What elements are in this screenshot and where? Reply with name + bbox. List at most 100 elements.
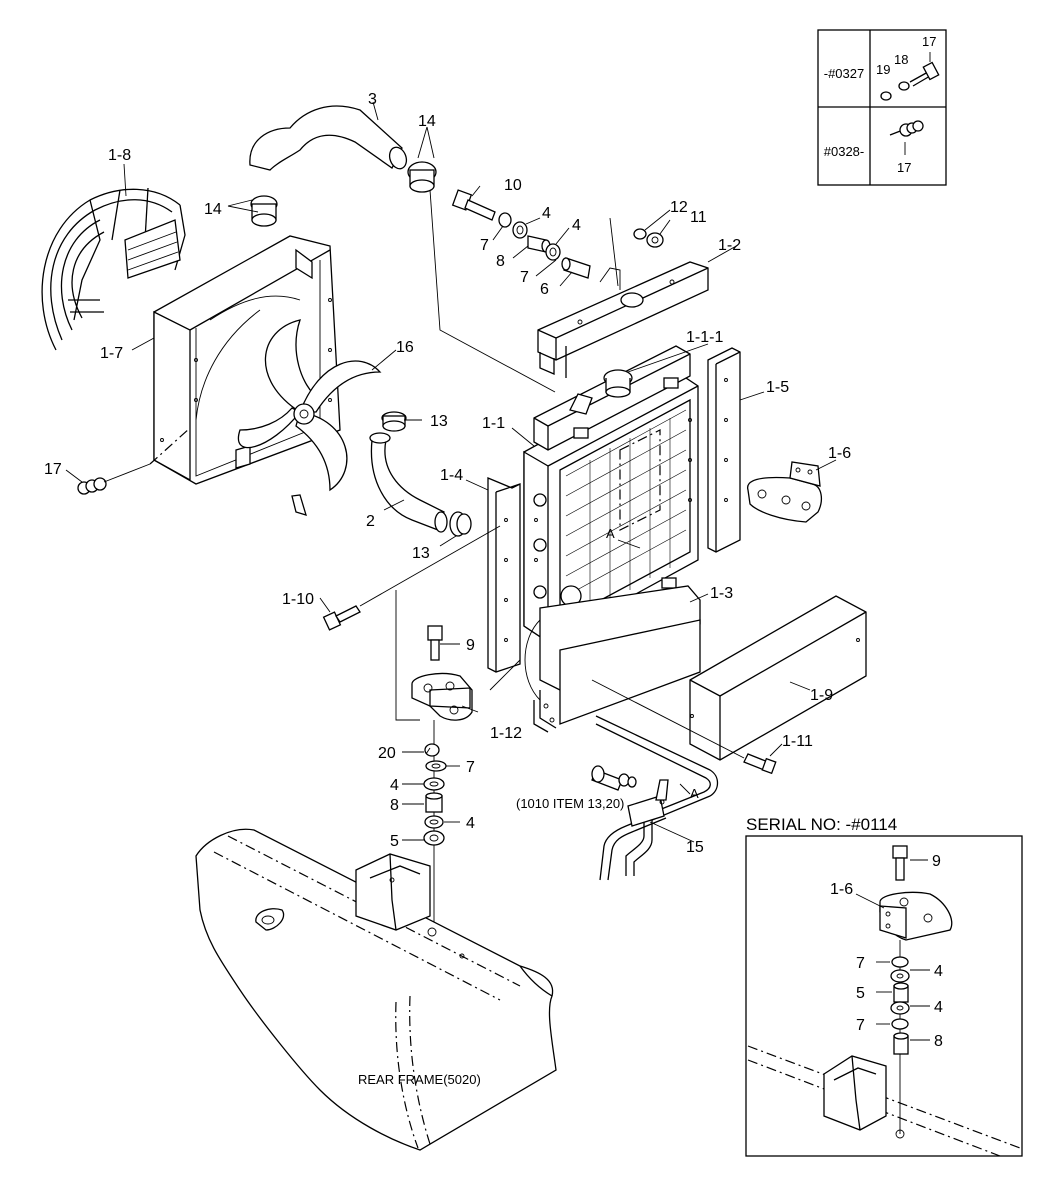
bracket-1-6	[747, 461, 823, 523]
inset-bolt-9	[892, 845, 908, 881]
fan-shroud-1-7	[153, 235, 341, 485]
callout-6: 6	[540, 281, 549, 298]
serial-row1-label: -#0327	[824, 66, 864, 81]
fan-guard-1-8	[41, 187, 186, 351]
callout-13-bottom: 13	[412, 545, 430, 562]
callout-13-top: 13	[430, 413, 448, 430]
washer-19-icon	[880, 91, 892, 101]
serial-row1-part17: 17	[922, 34, 936, 49]
spacer-8-a	[527, 235, 551, 253]
clamp-1010-item	[591, 765, 637, 791]
rear-frame-label: REAR FRAME(5020)	[358, 1072, 481, 1087]
callout-3: 3	[368, 91, 377, 108]
washer-7-a	[498, 212, 512, 228]
clip-20	[424, 743, 440, 757]
spacer-6	[561, 257, 591, 279]
serial-row2-label: #0328-	[824, 144, 864, 159]
callout-4-d: 4	[466, 815, 475, 832]
washer-18-icon	[898, 81, 910, 91]
inset-callout-5: 5	[856, 985, 865, 1002]
bolt-9	[427, 625, 443, 661]
radiator-1-1	[523, 345, 699, 644]
inset-callout-9: 9	[932, 853, 941, 870]
callout-12: 12	[670, 199, 688, 216]
inset-mount-5	[893, 982, 909, 1003]
spacer-8-b	[425, 792, 443, 813]
callout-7-b: 7	[520, 269, 529, 286]
callout-1-7: 1-7	[100, 345, 123, 362]
callout-11: 11	[690, 209, 707, 226]
callout-1-4: 1-4	[440, 467, 463, 484]
callout-1-6: 1-6	[828, 445, 851, 462]
callout-14-left: 14	[204, 201, 222, 218]
callout-4-b: 4	[572, 217, 581, 234]
callout-a-pipe: A	[690, 786, 699, 801]
callout-15: 15	[686, 839, 704, 856]
serial-table: -#0327 #0328- 19 18 17 17	[817, 29, 947, 186]
inset-serial-panel	[745, 835, 1023, 1157]
lower-hose-2	[369, 432, 448, 533]
hose-clamp-13-top	[381, 411, 407, 432]
bolt-washer-17-icon	[889, 120, 924, 155]
inset-washer-4-b	[890, 1001, 910, 1015]
washer-4-a	[512, 221, 528, 239]
nut-11	[646, 232, 664, 248]
callout-1-12: 1-12	[490, 725, 522, 742]
inset-callout-4-b: 4	[934, 999, 943, 1016]
hose-clamp-14-left	[250, 195, 278, 227]
inset-labels: SERIAL NO: -#0114 9 1-6 7 4 5 4 7 8	[746, 815, 943, 1050]
callout-1-11: 1-11	[782, 733, 813, 750]
callout-1-3: 1-3	[710, 585, 733, 602]
inset-callout-1-6: 1-6	[830, 881, 853, 898]
hose-clamp-13-bottom	[449, 511, 472, 537]
note-1010-item: (1010 ITEM 13,20)	[516, 796, 624, 811]
inset-title: SERIAL NO: -#0114	[746, 815, 897, 834]
inset-callout-7-b: 7	[856, 1017, 865, 1034]
inset-bracket-1-6	[879, 891, 953, 941]
side-panel-1-5	[707, 347, 741, 553]
callout-9: 9	[466, 637, 475, 654]
hose-clamp-14-top	[407, 161, 437, 193]
washer-7-c	[425, 760, 447, 772]
callout-16: 16	[396, 339, 414, 356]
callout-1-5: 1-5	[766, 379, 789, 396]
bracket-1-12	[411, 672, 473, 721]
washer-12	[633, 228, 647, 240]
callout-20: 20	[378, 745, 396, 762]
bolt-17-icon	[909, 52, 940, 87]
upper-hose-3	[249, 101, 408, 171]
rear-frame	[195, 828, 557, 1151]
inset-callout-7-a: 7	[856, 955, 865, 972]
callout-1-8: 1-8	[108, 147, 131, 164]
pipe-15	[595, 715, 719, 881]
callout-5: 5	[390, 833, 399, 850]
inset-callout-8: 8	[934, 1033, 943, 1050]
top-bracket-1-2	[537, 217, 709, 378]
cover-1-9	[689, 595, 867, 761]
callout-7-c: 7	[466, 759, 475, 776]
callout-7-a: 7	[480, 237, 489, 254]
fan-16	[237, 319, 382, 516]
callout-1-9: 1-9	[810, 687, 833, 704]
callout-1-1-1: 1-1-1	[686, 329, 723, 346]
callout-14-top: 14	[418, 113, 436, 130]
bolt-1-11	[743, 753, 777, 775]
washer-4-d	[424, 815, 444, 829]
side-panel-1-4	[487, 477, 521, 673]
inset-washer-7-b	[891, 1018, 909, 1030]
callout-17: 17	[44, 461, 62, 478]
callout-8-b: 8	[390, 797, 399, 814]
callout-labels: 3 14 14 10 4 4 7 8 7 6 12 11 1-2 1-8 1-7…	[44, 91, 851, 856]
callout-1-2: 1-2	[718, 237, 741, 254]
inset-spacer-8	[893, 1032, 909, 1055]
callout-8-a: 8	[496, 253, 505, 270]
bolt-17	[77, 427, 191, 495]
inset-washer-4-a	[890, 969, 910, 983]
callout-a-radiator: A	[606, 526, 615, 541]
callout-4-a: 4	[542, 205, 551, 222]
callout-4-c: 4	[390, 777, 399, 794]
callout-2: 2	[366, 513, 375, 530]
callout-1-1: 1-1	[482, 415, 505, 432]
callout-1-10: 1-10	[282, 591, 314, 608]
